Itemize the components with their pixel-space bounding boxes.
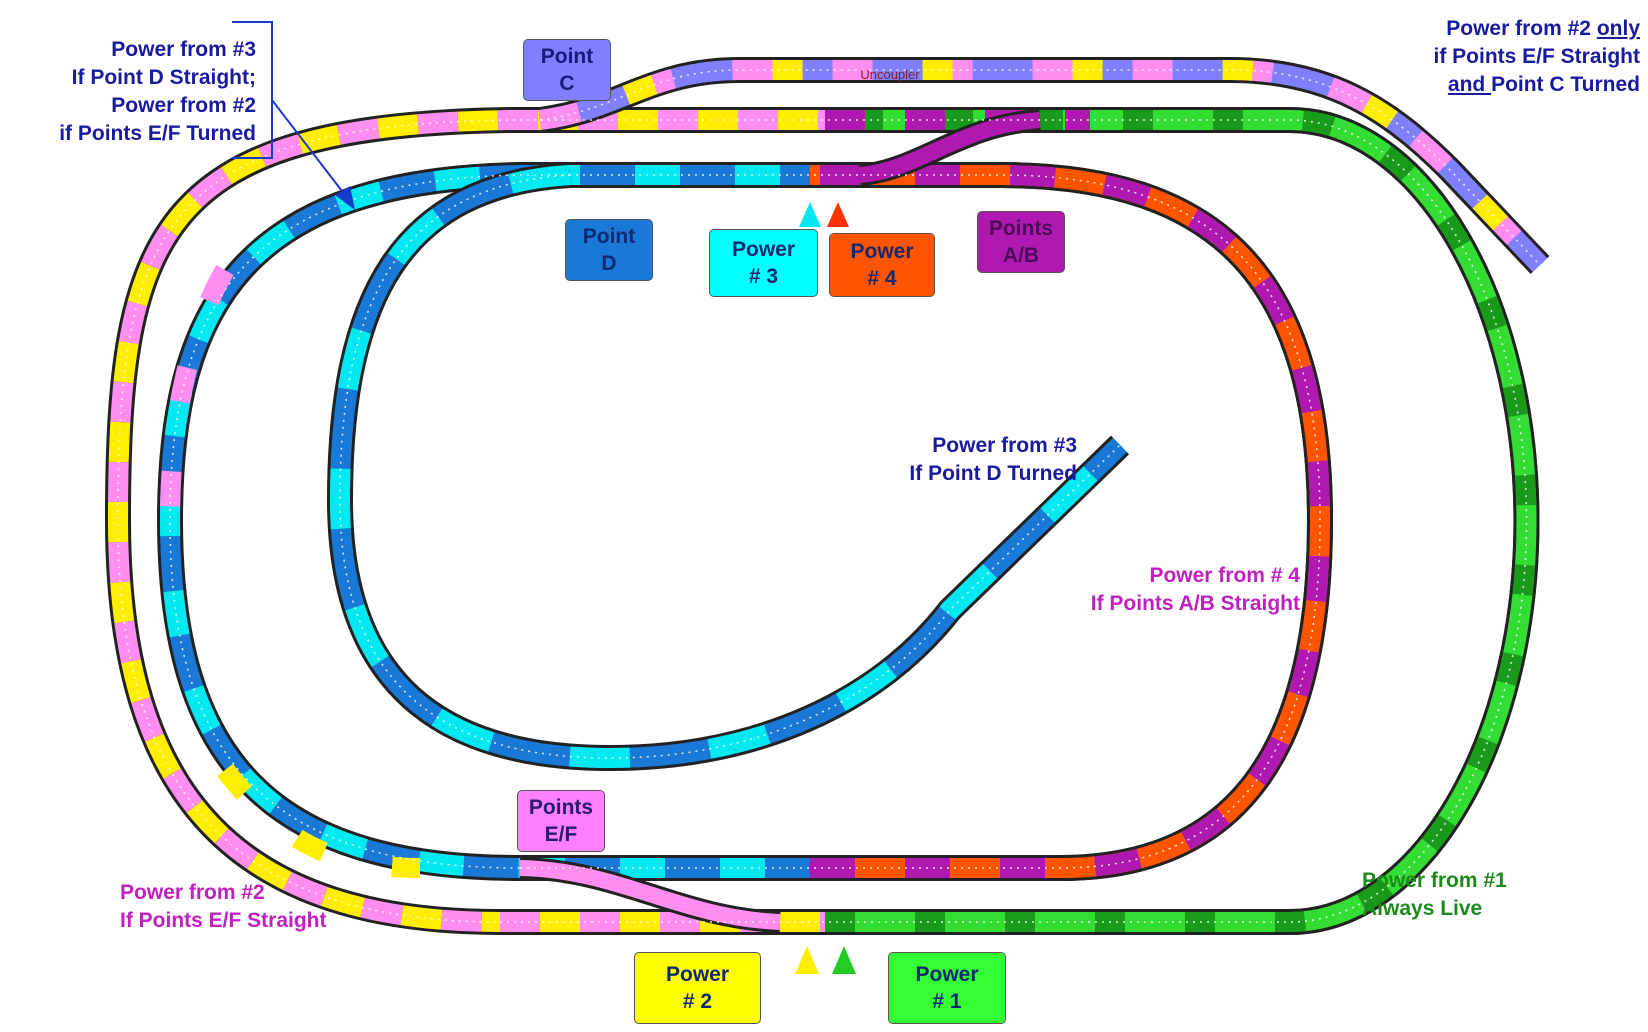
- power-3-feed-marker: [799, 202, 821, 227]
- points-ab-label: Points A/B: [977, 211, 1065, 273]
- annotation-bottom-left: Power from #2 If Points E/F Straight: [120, 881, 327, 932]
- power-4-feed-marker: [827, 202, 849, 227]
- point-c-label: Point C: [523, 39, 611, 101]
- power-2-label: Power # 2: [634, 952, 761, 1024]
- annotation-top-right: Power from #2 only if Points E/F Straigh…: [1433, 17, 1640, 96]
- annotation-bottom-right: Power from #1 Always Live: [1362, 869, 1507, 920]
- power-2-feed-marker: [795, 946, 819, 974]
- points-ef-label: Points E/F: [517, 790, 605, 852]
- uncoupler-label: Uncoupler: [860, 67, 920, 82]
- power-4-label: Power # 4: [829, 233, 935, 297]
- annotation-arrow: [271, 99, 355, 210]
- point-d-label: Point D: [565, 219, 653, 281]
- power-1-label: Power # 1: [888, 952, 1006, 1024]
- power-1-feed-marker: [832, 946, 856, 974]
- annotation-right-mid: Power from # 4 If Points A/B Straight: [1090, 564, 1300, 615]
- annotation-top-left: Power from #3 If Point D Straight; Power…: [59, 38, 256, 145]
- top-siding-track: [538, 57, 1550, 274]
- crossover-ab: [858, 109, 1041, 186]
- annotation-center: Power from #3 If Point D Turned: [909, 434, 1077, 485]
- power-3-label: Power # 3: [709, 229, 818, 297]
- crossover-ef: [519, 857, 781, 933]
- annotation-bracket: [232, 21, 273, 159]
- inner-pink-stripe: [160, 264, 421, 878]
- track-ties: [117, 69, 1541, 923]
- outer-loop-track: [104, 107, 1540, 935]
